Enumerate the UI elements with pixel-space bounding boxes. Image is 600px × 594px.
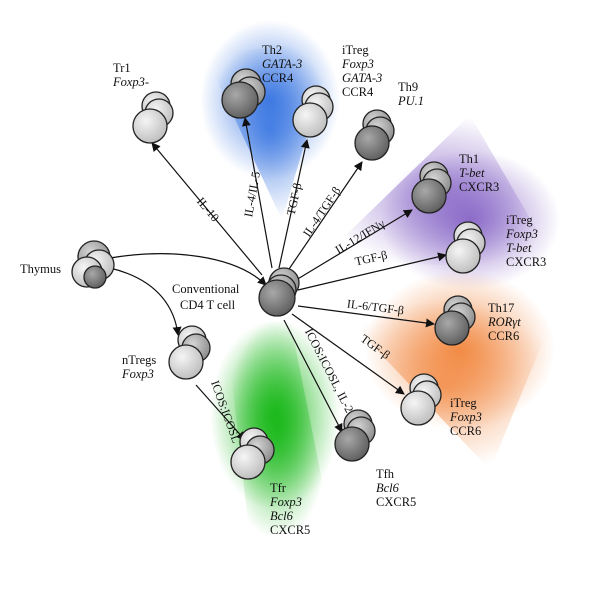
tfr-label: Tfr Foxp3 Bcl6 CXCR5	[269, 481, 310, 537]
ntregs-label: nTregs Foxp3	[121, 353, 159, 381]
th1-label: Th1 T-bet CXCR3	[459, 152, 499, 194]
edge-tgfb-th1	[297, 252, 447, 291]
edges	[109, 117, 447, 441]
th9-label: Th9 PU.1	[397, 80, 424, 108]
thymus-label: Thymus	[20, 262, 61, 276]
tfr-cell-cluster	[230, 427, 275, 480]
itreg-th17-cell-cluster	[400, 373, 442, 426]
edge-icos-tfr	[195, 384, 246, 441]
edge-il6tgfb	[297, 305, 435, 328]
cd4-label: Conventional CD4 T cell	[172, 282, 242, 312]
cd4-cell-cluster	[258, 267, 300, 317]
edge-icos-tfh	[283, 319, 343, 433]
thymus-cell-cluster	[71, 240, 115, 289]
edge-il10	[151, 142, 263, 276]
itreg-th17-label: iTreg Foxp3 CCR6	[449, 396, 485, 438]
edge-thymus-cd4	[109, 253, 267, 286]
th17-label: Th17 RORγt CCR6	[487, 301, 524, 343]
edge-il12	[295, 209, 413, 281]
edge-label-il10: IL-10	[194, 194, 222, 224]
edge-il4il5	[241, 117, 273, 269]
itreg-th1-label: iTreg Foxp3 T-bet CXCR3	[505, 213, 546, 269]
itreg-th1-cell-cluster	[445, 221, 486, 274]
tr1-label: Tr1 Foxp3-	[112, 61, 149, 89]
edge-tgfb-th2	[278, 139, 310, 269]
itreg-th2-cell-cluster	[292, 85, 334, 138]
cells	[71, 68, 486, 480]
edge-label-il6tgfb: IL-6/TGF-β	[346, 297, 405, 318]
itreg-th2-label: iTreg Foxp3 GATA-3 CCR4	[341, 43, 385, 99]
edge-il4tgfb	[286, 161, 363, 273]
edge-label-il4tgfb: IL-4/TGF-β	[300, 184, 344, 239]
th2-label: Th2 GATA-3 CCR4	[262, 43, 305, 85]
edge-thymus-ntregs	[109, 267, 182, 336]
th2-cell-cluster	[221, 68, 266, 119]
th1-cell-cluster	[411, 161, 452, 214]
th17-cell-cluster	[434, 295, 476, 346]
edge-label-il4il5: IL-4/IL-5	[241, 170, 263, 218]
ntregs-cell-cluster	[168, 325, 211, 380]
th9-cell-cluster	[354, 109, 395, 161]
node-labels: Thymus Conventional CD4 T cell Tr1 Foxp3…	[20, 43, 546, 537]
edge-tgfb-th17	[291, 313, 405, 395]
tfh-cell-cluster	[334, 409, 376, 462]
tr1-cell-cluster	[132, 91, 174, 144]
tfh-label: Tfh Bcl6 CXCR5	[376, 467, 416, 509]
